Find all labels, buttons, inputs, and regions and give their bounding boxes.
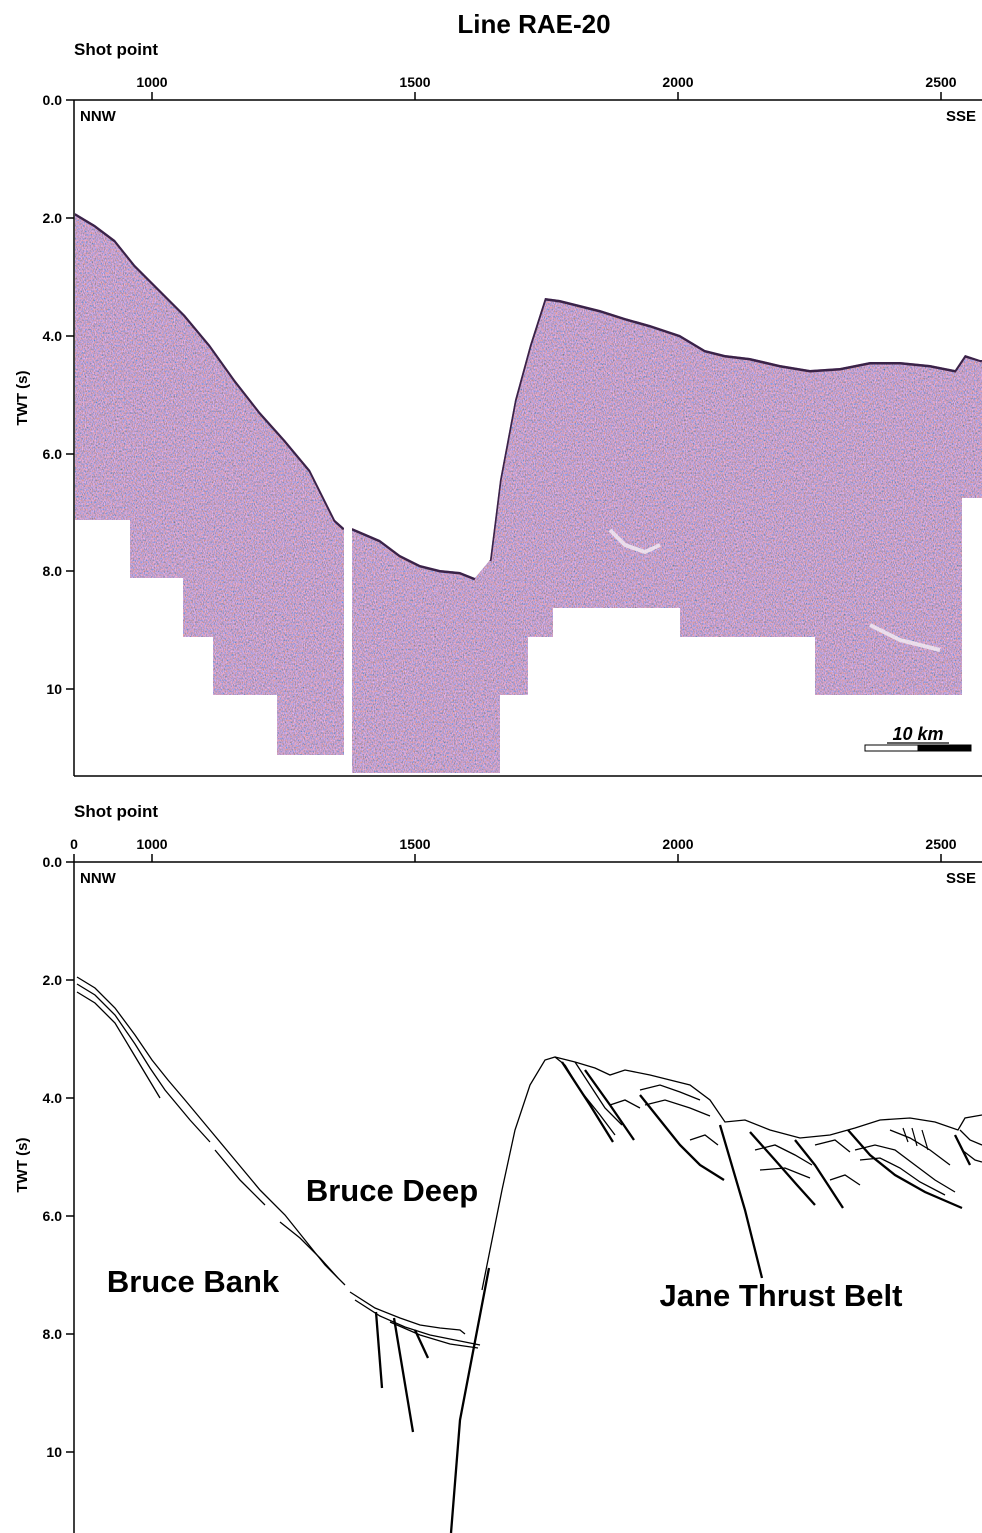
scale-bar: 10 km xyxy=(864,724,972,752)
y-tick-label: 2.0 xyxy=(43,210,63,226)
x-tick-label: 2000 xyxy=(662,836,693,852)
interpreted-horizons xyxy=(76,976,982,1349)
y-tick-label: 6.0 xyxy=(43,446,63,462)
shot-point-label: Shot point xyxy=(74,802,158,821)
x-tick-label: 1000 xyxy=(136,836,167,852)
direction-nnw: NNW xyxy=(80,870,117,887)
y-axis-label: TWT (s) xyxy=(14,1138,31,1193)
y-tick-label: 2.0 xyxy=(43,972,63,988)
x-tick-label: 0 xyxy=(70,836,78,852)
bottom-panel: Shot point 0 1000 1500 2000 2500 0.0 2.0… xyxy=(14,802,982,1533)
y-axis-ticks: 0.0 2.0 4.0 6.0 8.0 10 xyxy=(43,854,74,1460)
direction-nnw: NNW xyxy=(80,108,117,125)
x-tick-label: 2000 xyxy=(662,74,693,90)
label-bruce-deep: Bruce Deep xyxy=(306,1173,478,1208)
direction-sse: SSE xyxy=(946,870,976,887)
shot-point-label: Shot point xyxy=(74,40,158,59)
x-tick-label: 2500 xyxy=(925,836,956,852)
figure-title: Line RAE-20 xyxy=(457,9,610,39)
y-tick-label: 10 xyxy=(46,1444,62,1460)
direction-sse: SSE xyxy=(946,108,976,125)
y-axis-ticks: 0.0 2.0 4.0 6.0 8.0 10 xyxy=(43,92,74,697)
y-tick-label: 4.0 xyxy=(43,328,63,344)
y-tick-label: 0.0 xyxy=(43,92,63,108)
scale-bar-label: 10 km xyxy=(892,724,943,744)
y-tick-label: 8.0 xyxy=(43,563,63,579)
y-axis-label: TWT (s) xyxy=(14,371,31,426)
y-tick-label: 4.0 xyxy=(43,1090,63,1106)
label-jane-thrust-belt: Jane Thrust Belt xyxy=(660,1278,903,1313)
label-bruce-bank: Bruce Bank xyxy=(107,1264,280,1299)
interpreted-faults xyxy=(374,1061,972,1533)
y-tick-label: 8.0 xyxy=(43,1326,63,1342)
x-tick-label: 1500 xyxy=(399,74,430,90)
x-tick-label: 1000 xyxy=(136,74,167,90)
y-tick-label: 6.0 xyxy=(43,1208,63,1224)
y-tick-label: 0.0 xyxy=(43,854,63,870)
top-panel: Shot point 1000 1500 2000 2500 0.0 2.0 4… xyxy=(14,40,982,777)
x-tick-label: 2500 xyxy=(925,74,956,90)
x-tick-label: 1500 xyxy=(399,836,430,852)
seismic-section xyxy=(75,213,982,773)
y-tick-label: 10 xyxy=(46,681,62,697)
